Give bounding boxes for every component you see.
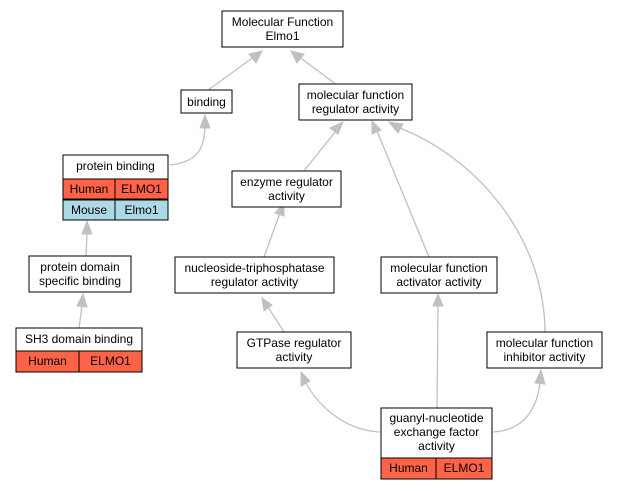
node-mf-activator-activity[interactable]: molecular function activator activity [380,256,498,294]
node-protein-domain-specific-binding[interactable]: protein domain specific binding [28,255,132,293]
edge-proteinbinding-to-binding [169,127,206,166]
gene-cell-human [114,178,169,200]
gene-label: ELMO1 [444,461,485,475]
node-label: molecular function [390,261,487,275]
edge-gef-to-activator [436,304,439,409]
edge-arrow [248,50,263,64]
node-label: specific binding [39,274,121,288]
node-label: exchange factor [394,425,479,439]
species-label: Human [28,354,67,368]
edge-arrow [534,368,546,385]
edge-arrow [290,50,305,64]
node-box [221,10,344,48]
edge-enzyme-to-regulator [302,130,337,173]
node-label: Elmo1 [265,29,299,43]
edge-binding-to-mf [206,55,256,92]
node-label: protein domain [40,260,119,274]
edge-arrow [371,119,382,135]
gene-cell-human [435,457,493,480]
gene-label: ELMO1 [121,182,162,196]
node-protein-binding[interactable]: protein binding Human ELMO1 Mouse Elmo1 [62,154,169,221]
edge-arrow [329,121,344,135]
node-box [380,256,498,294]
node-label: regulator activity [211,275,298,289]
node-label: molecular function [307,88,404,102]
species-label: Human [70,182,109,196]
node-sh3-domain-binding[interactable]: SH3 domain binding Human ELMO1 [15,327,143,373]
edge-domain-to-proteinbinding [85,231,88,257]
node-label: SH3 domain binding [25,332,133,346]
node-enzyme-regulator-activity[interactable]: enzyme regulator activity [231,170,342,208]
gene-cell-mouse [114,199,169,221]
node-label: nucleoside-triphosphatase [184,261,324,275]
node-box [486,331,603,369]
gene-cell-human [78,350,143,373]
node-label: enzyme regulator [240,175,333,189]
node-label: Molecular Function [232,15,333,29]
edge-arrow [81,219,93,235]
node-label: binding [187,95,226,109]
edge-gef-to-inhibitor [492,382,541,433]
edge-arrow [387,121,404,134]
edge-ntpase-to-enzyme [263,212,281,258]
edge-regulator-to-mf [297,55,338,86]
edge-arrow [261,296,273,312]
edge-activator-to-regulator [376,130,430,258]
node-molecular-function-elmo1[interactable]: Molecular Function Elmo1 [221,10,344,48]
edge-gtpase-to-ntpase [267,306,285,333]
node-box [28,255,132,293]
node-label: protein binding [76,159,155,173]
node-mf-inhibitor-activity[interactable]: molecular function inhibitor activity [486,331,603,369]
edge-arrow [432,292,444,307]
gene-label: Elmo1 [124,203,158,217]
node-box [180,89,233,114]
node-label: guanyl-nucleotide [389,411,483,425]
node-label: GTPase regulator [247,336,342,350]
edge-sh3-to-domain [78,304,83,330]
node-gtpase-regulator-activity[interactable]: GTPase regulator activity [236,331,352,369]
edge-inhibitor-to-regulator [399,127,546,334]
node-box [298,83,413,121]
node-ntpase-regulator-activity[interactable]: nucleoside-triphosphatase regulator acti… [174,256,335,294]
edge-arrow [199,113,211,129]
node-binding[interactable]: binding [180,89,233,114]
node-label: activity [276,350,313,364]
gene-label: ELMO1 [90,354,131,368]
edge-arrow [76,292,88,308]
node-label: molecular function [496,336,593,350]
node-label: regulator activity [312,102,399,116]
node-box [174,256,335,294]
node-mf-regulator-activity[interactable]: molecular function regulator activity [298,83,413,121]
node-label: activity [418,439,455,453]
node-box [236,331,352,369]
species-label: Human [389,461,428,475]
species-label: Mouse [71,203,107,217]
edge-gef-to-gtpase [305,382,381,433]
node-label: activity [268,189,305,203]
edge-arrow [300,370,311,387]
node-label: activator activity [396,275,481,289]
node-gef-activity[interactable]: guanyl-nucleotide exchange factor activi… [380,407,493,480]
node-box [231,170,342,208]
node-label: inhibitor activity [503,350,585,364]
